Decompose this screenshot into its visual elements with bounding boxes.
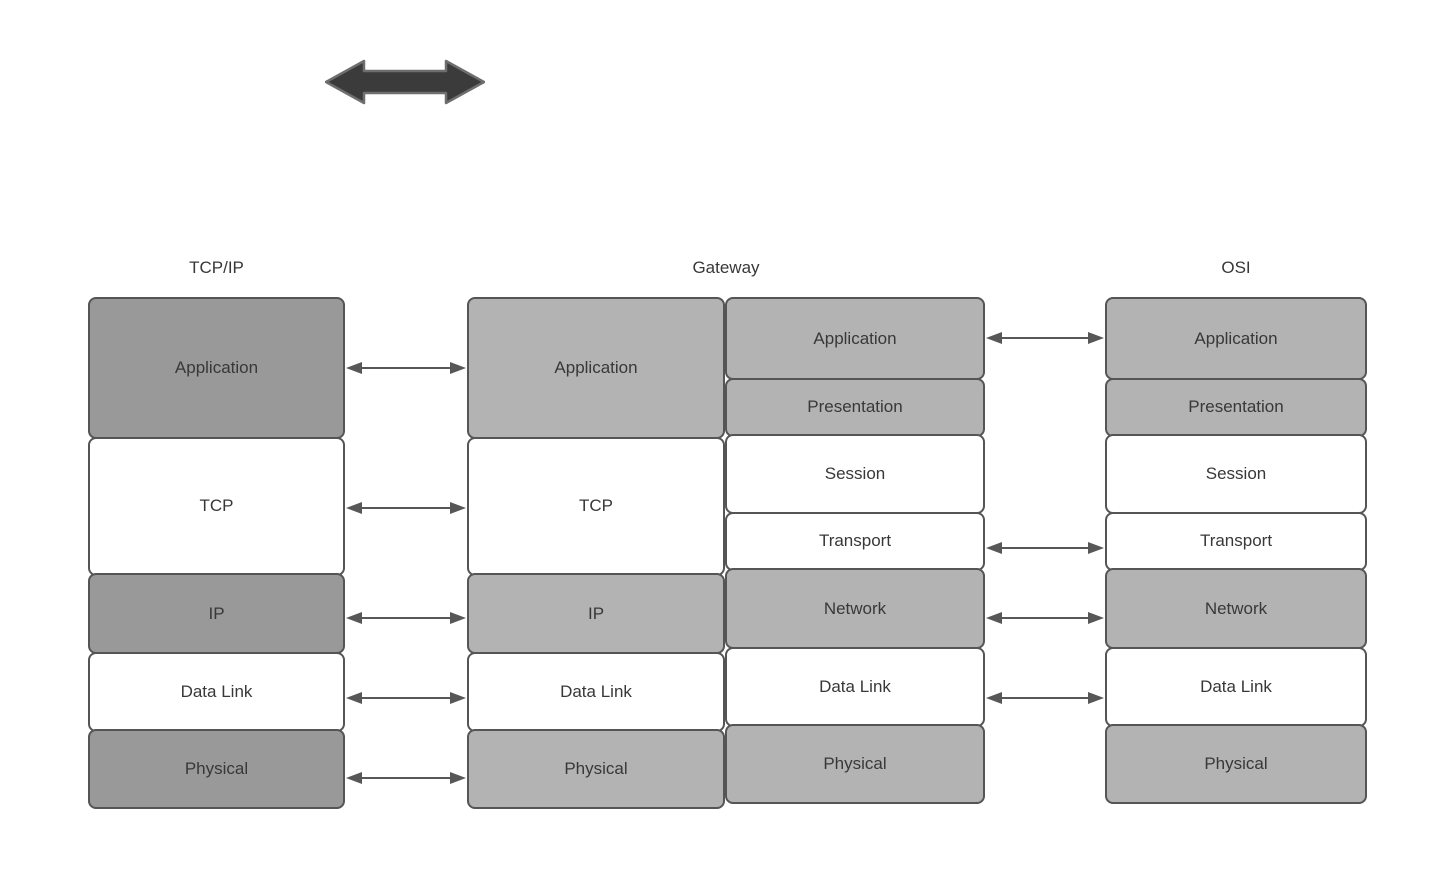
tcpip-layer-physical: Physical	[88, 729, 345, 809]
osi-layer-data-link: Data Link	[1105, 646, 1367, 727]
gateway-right-stack: Application Presentation Session Transpo…	[725, 297, 985, 804]
tcpip-layer-ip: IP	[88, 573, 345, 654]
connector-tcpip-gateway-data-link-arrow	[346, 692, 466, 704]
gateway-right-layer-data-link: Data Link	[725, 646, 985, 727]
osi-stack: Application Presentation Session Transpo…	[1105, 297, 1367, 804]
gateway-right-layer-presentation: Presentation	[725, 377, 985, 437]
osi-layer-transport: Transport	[1105, 511, 1367, 571]
osi-layer-network: Network	[1105, 568, 1367, 649]
gateway-left-layer-ip: IP	[467, 573, 725, 654]
gateway-left-layer-application: Application	[467, 297, 725, 439]
gateway-right-layer-application: Application	[725, 297, 985, 380]
osi-layer-physical: Physical	[1105, 724, 1367, 804]
gateway-left-layer-tcp: TCP	[467, 436, 725, 576]
tcpip-layer-tcp: TCP	[88, 436, 345, 576]
tcpip-stack: Application TCP IP Data Link Physical	[88, 297, 345, 809]
connector-gateway-osi-data-link-arrow	[986, 692, 1104, 704]
gateway-left-layer-data-link: Data Link	[467, 651, 725, 732]
tcpip-layer-application: Application	[88, 297, 345, 439]
osi-layer-session: Session	[1105, 434, 1367, 514]
gateway-right-layer-physical: Physical	[725, 724, 985, 804]
column-title-tcpip: TCP/IP	[189, 258, 244, 277]
column-title-gateway: Gateway	[692, 258, 760, 277]
connector-gateway-osi-application-arrow	[986, 332, 1104, 344]
column-title-osi: OSI	[1221, 258, 1251, 277]
osi-layer-application: Application	[1105, 297, 1367, 380]
osi-layer-presentation: Presentation	[1105, 377, 1367, 437]
gateway-right-layer-transport: Transport	[725, 511, 985, 571]
gateway-right-layer-session: Session	[725, 434, 985, 514]
connector-tcpip-gateway-application-arrow	[346, 362, 466, 374]
double-headed-arrow-icon	[325, 59, 485, 105]
gateway-left-stack: Application TCP IP Data Link Physical	[467, 297, 725, 809]
connector-tcpip-gateway-tcp-arrow	[346, 502, 466, 514]
connector-tcpip-gateway-physical-arrow	[346, 772, 466, 784]
connector-gateway-osi-transport-arrow	[986, 542, 1104, 554]
tcpip-layer-data-link: Data Link	[88, 651, 345, 732]
connector-gateway-osi-network-arrow	[986, 612, 1104, 624]
gateway-left-layer-physical: Physical	[467, 729, 725, 809]
connector-tcpip-gateway-ip-arrow	[346, 612, 466, 624]
gateway-right-layer-network: Network	[725, 568, 985, 649]
